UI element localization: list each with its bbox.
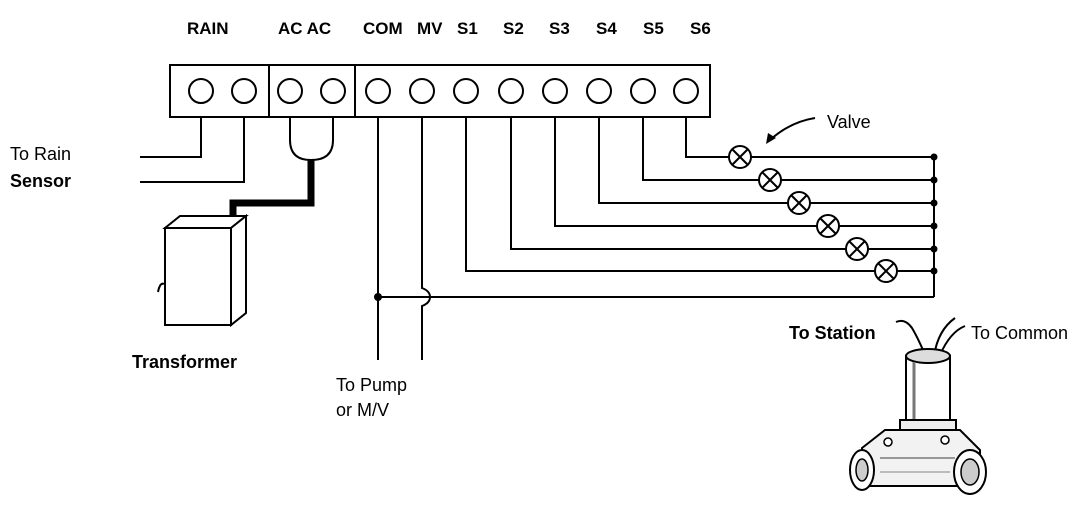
header-ac-ac: AC AC bbox=[278, 19, 331, 38]
header-s2: S2 bbox=[503, 19, 524, 38]
ac-terminal-1 bbox=[277, 78, 303, 104]
pump-label-line1: To Pump bbox=[336, 375, 407, 395]
header-s4: S4 bbox=[596, 19, 617, 38]
ac-wires bbox=[229, 117, 334, 220]
pump-label-line2: or M/V bbox=[336, 400, 389, 420]
terminal-strip bbox=[169, 64, 711, 118]
s1-terminal bbox=[453, 78, 479, 104]
header-s3: S3 bbox=[549, 19, 570, 38]
valve-s1 bbox=[874, 259, 934, 283]
header-rain: RAIN bbox=[187, 19, 229, 38]
station-wires bbox=[465, 117, 875, 272]
s4-terminal bbox=[586, 78, 612, 104]
s2-terminal bbox=[498, 78, 524, 104]
mv-terminal bbox=[409, 78, 435, 104]
s6-terminal bbox=[673, 78, 699, 104]
terminal-headers: RAIN AC AC COM MV S1 S2 S3 S4 S5 S6 bbox=[187, 19, 711, 38]
header-s1: S1 bbox=[457, 19, 478, 38]
valve-label-arrow bbox=[766, 117, 816, 144]
rain-terminal-1 bbox=[188, 78, 214, 104]
rain-sensor-wires bbox=[140, 117, 245, 183]
valve-s2 bbox=[845, 237, 934, 261]
transformer-label: Transformer bbox=[132, 352, 237, 372]
valves bbox=[728, 145, 934, 283]
valve-s6 bbox=[728, 145, 934, 169]
com-mv-wires bbox=[374, 117, 934, 360]
transformer bbox=[157, 213, 249, 328]
header-s5: S5 bbox=[643, 19, 664, 38]
header-mv: MV bbox=[417, 19, 443, 38]
valve-s5 bbox=[758, 168, 934, 192]
s3-terminal bbox=[542, 78, 568, 104]
to-common-label: To Common bbox=[971, 323, 1068, 343]
header-com: COM bbox=[363, 19, 403, 38]
valve-label: Valve bbox=[827, 112, 871, 132]
s5-terminal bbox=[630, 78, 656, 104]
station-terminal-block bbox=[354, 64, 711, 118]
com-terminal bbox=[365, 78, 391, 104]
ac-terminal-2 bbox=[320, 78, 346, 104]
rain-sensor-label-line2: Sensor bbox=[10, 171, 71, 191]
solenoid-valve-illustration bbox=[849, 317, 987, 495]
rain-terminal-2 bbox=[231, 78, 257, 104]
ac-terminal-block bbox=[268, 64, 356, 118]
to-station-label: To Station bbox=[789, 323, 876, 343]
valve-s3 bbox=[816, 214, 934, 238]
text-labels: To Rain Sensor Transformer To Pump or M/… bbox=[10, 112, 1068, 420]
common-bus bbox=[930, 153, 938, 297]
rain-sensor-label-line1: To Rain bbox=[10, 144, 71, 164]
valve-s4 bbox=[787, 191, 934, 215]
header-s6: S6 bbox=[690, 19, 711, 38]
rain-terminal-block bbox=[169, 64, 270, 118]
